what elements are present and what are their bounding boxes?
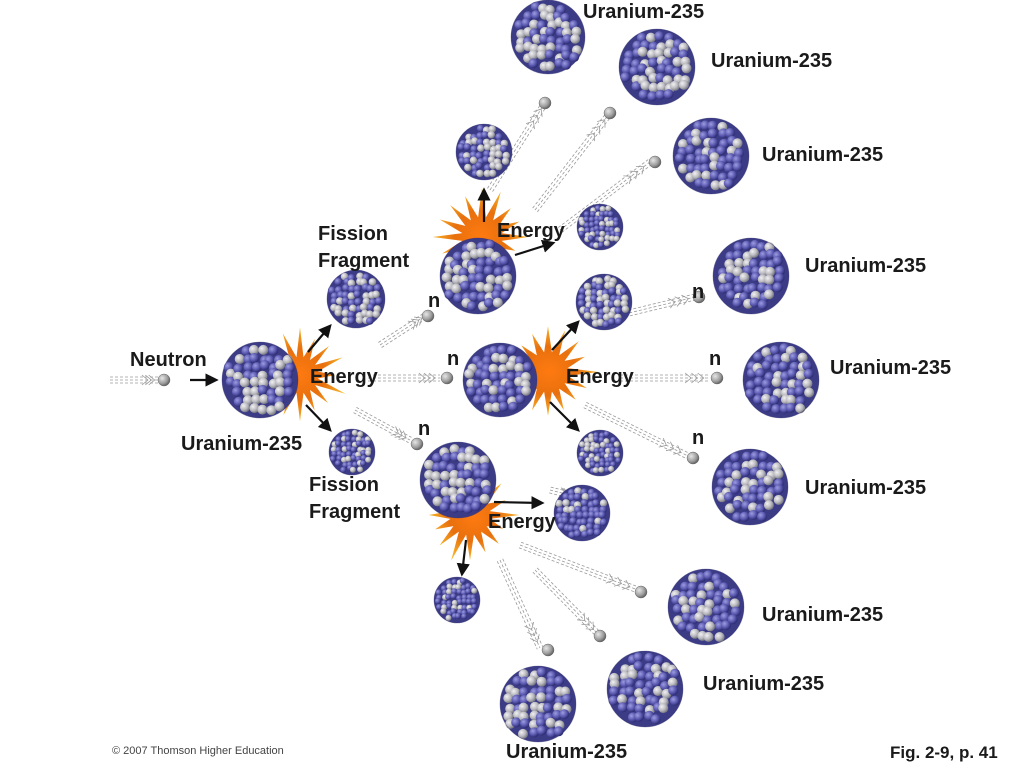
uranium-nucleus (419, 441, 497, 519)
n-label: n (692, 427, 705, 449)
neutron-trail (353, 407, 412, 443)
n-label: n (418, 418, 431, 440)
neutron-trail (368, 372, 440, 384)
fission-fragment-nucleus (576, 203, 624, 251)
neutron-particle (157, 373, 171, 387)
neutron-particle (410, 437, 424, 451)
arrow (305, 404, 332, 432)
copyright-text: © 2007 Thomson Higher Education (112, 745, 284, 757)
fission-fragment-label: Fission Fragment (318, 223, 410, 272)
neutrons (157, 96, 724, 657)
uranium-label: Uranium-235 (711, 50, 833, 72)
uranium-label: Uranium-235 (762, 144, 884, 166)
fission-fragment-nucleus (328, 428, 376, 476)
neutron-particle (603, 106, 617, 120)
fission-fragment-nucleus (576, 429, 624, 477)
uranium-nucleus (711, 448, 789, 526)
neutron-particle (421, 309, 435, 323)
neutron-particle (440, 371, 454, 385)
neutron-trail (378, 313, 427, 348)
neutron-particle (692, 290, 706, 304)
uranium-nucleus (606, 650, 684, 728)
uranium-nucleus (439, 237, 517, 315)
neutron-trail (532, 567, 601, 637)
uranium-nucleus (672, 117, 750, 195)
uranium-label: Uranium-235 (830, 357, 952, 379)
fission-fragment-nucleus (455, 123, 513, 181)
uranium-nucleus (742, 341, 820, 419)
fission-fragment-nucleus (326, 269, 386, 329)
uranium-nucleus (667, 568, 745, 646)
uranium-nucleus (462, 342, 538, 418)
uranium-label: Uranium-235 (181, 433, 303, 455)
uranium-label: Uranium-235 (762, 604, 884, 626)
arrow (307, 323, 332, 353)
neutron-trail (532, 110, 613, 213)
neutron-particle (634, 585, 648, 599)
n-label: n (428, 290, 441, 312)
energy-label: Energy (488, 511, 556, 533)
neutron-particle (686, 451, 700, 465)
energy-label: Energy (497, 220, 565, 242)
neutron-trail (583, 401, 690, 460)
uranium-nucleus (221, 341, 299, 419)
n-label: n (709, 348, 722, 370)
neutron-trail (518, 541, 640, 594)
n-label: n (692, 281, 705, 303)
uranium-label: Uranium-235 (805, 255, 927, 277)
neutron-trail (557, 159, 653, 233)
uranium-label: Uranium-235 (506, 741, 628, 763)
neutron-trail (496, 558, 544, 650)
uranium-nucleus (510, 0, 586, 75)
fission-fragment-nucleus (575, 273, 633, 331)
figure-reference: Fig. 2-9, p. 41 (890, 743, 998, 762)
uranium-label: Uranium-235 (583, 1, 705, 23)
arrow (493, 496, 545, 510)
nuclei (221, 0, 820, 743)
neutron-trail (620, 372, 710, 384)
fission-fragment-label: Fission Fragment (309, 474, 401, 523)
neutron-particle (648, 155, 662, 169)
arrows (190, 187, 580, 577)
uranium-nucleus (618, 28, 696, 106)
fission-fragment-nucleus (433, 576, 481, 624)
uranium-nucleus (499, 665, 577, 743)
fission-fragment-nucleus (553, 484, 611, 542)
energy-label: Energy (310, 366, 378, 388)
arrow (514, 239, 556, 257)
neutron-label: Neutron (130, 349, 207, 371)
neutron-particle (710, 371, 724, 385)
energy-label: Energy (566, 366, 634, 388)
uranium-label: Uranium-235 (703, 673, 825, 695)
neutron-trail (110, 374, 158, 386)
arrow (549, 401, 580, 432)
uranium-nucleus (712, 237, 790, 315)
arrow (456, 539, 470, 577)
neutron-particle (593, 629, 607, 643)
uranium-label: Uranium-235 (805, 477, 927, 499)
n-label: n (447, 348, 460, 370)
neutron-particle (538, 96, 552, 110)
arrow (551, 320, 580, 351)
energy-burst (432, 187, 528, 287)
neutron-particle (541, 643, 555, 657)
